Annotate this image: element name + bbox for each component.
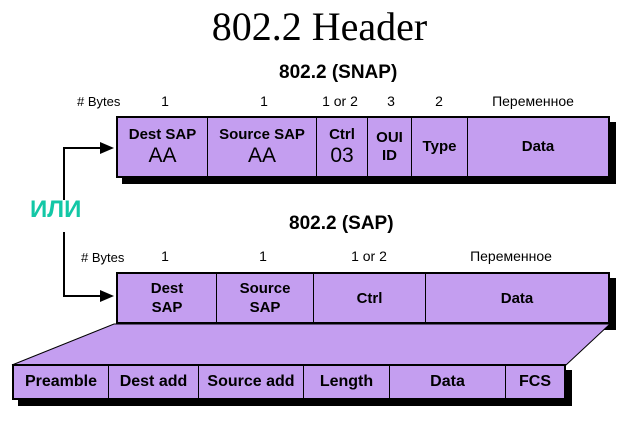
snap-field-name: Dest SAP [128,126,197,143]
snap-header-bar: Dest SAP AA Source SAP AA Ctrl 03 OUI ID… [116,116,610,178]
sap-field-name: Ctrl [356,289,383,307]
sap-field-data: Data [426,274,608,322]
snap-bytes-oui: 3 [387,93,395,109]
snap-subtitle: 802.2 (SNAP) [279,62,398,83]
diagram-title: 802.2 Header [211,4,428,49]
sap-field-name: Data [500,289,534,307]
snap-field-name: Type [422,138,457,155]
sap-subtitle: 802.2 (SAP) [289,213,394,234]
frame-bar: Preamble Dest add Source add Length Data… [12,364,566,400]
arrow-to-sap [100,290,114,302]
snap-bytes-dest-sap: 1 [161,93,169,109]
sap-field-source-sap: Source SAP [217,274,314,322]
sap-bytes-ctrl: 1 or 2 [351,248,387,264]
frame-field-label: Dest add [119,373,188,390]
snap-field-source-sap: Source SAP AA [208,118,317,176]
sap-bytes-dest-sap: 1 [161,248,169,264]
arrow-to-snap [100,142,114,154]
frame-field-fcs: FCS [506,366,564,398]
sap-bytes-label: # Bytes [81,250,125,265]
snap-field-name: OUI ID [376,129,403,164]
snap-field-type: Type [412,118,468,176]
sap-bytes-source-sap: 1 [259,248,267,264]
frame-field-data: Data [390,366,506,398]
snap-field-name: Source SAP [219,126,305,143]
frame-field-label: Preamble [24,373,98,390]
snap-field-name: Ctrl [329,126,355,143]
snap-bytes-label: # Bytes [77,94,121,109]
frame-field-label: Length [319,373,374,390]
frame-field-label: FCS [519,373,551,390]
sap-field-dest-sap: Dest SAP [118,274,217,322]
snap-bytes-data: Переменное [492,93,574,109]
snap-bytes-type: 2 [435,93,443,109]
snap-field-value: AA [247,144,276,167]
snap-field-oui-id: OUI ID [368,118,412,176]
sap-field-name: Source SAP [239,280,291,316]
frame-field-label: Source add [207,373,295,390]
frame-field-label: Data [430,373,465,390]
data-expansion-trapezoid [11,323,612,366]
sap-field-name: Dest SAP [150,280,184,316]
snap-bytes-ctrl: 1 or 2 [322,93,358,109]
frame-field-dest-add: Dest add [109,366,199,398]
or-label: ИЛИ [30,196,82,223]
snap-field-name: Data [521,138,555,155]
sap-field-ctrl: Ctrl [314,274,426,322]
sap-header-bar: Dest SAP Source SAP Ctrl Data [116,272,610,324]
frame-field-source-add: Source add [199,366,304,398]
snap-field-value: 03 [330,144,354,167]
frame-field-length: Length [304,366,390,398]
snap-field-dest-sap: Dest SAP AA [118,118,208,176]
snap-field-ctrl: Ctrl 03 [317,118,368,176]
frame-field-preamble: Preamble [14,366,109,398]
snap-field-data: Data [468,118,608,176]
snap-field-value: AA [148,144,177,167]
sap-bytes-data: Переменное [470,248,552,264]
snap-bytes-source-sap: 1 [260,93,268,109]
